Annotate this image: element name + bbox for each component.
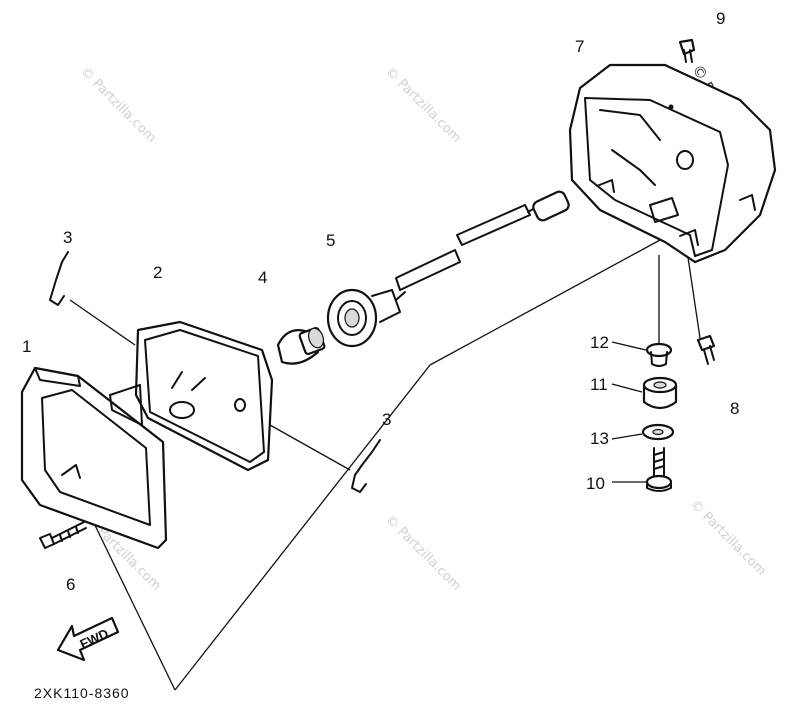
callout-1: 1 — [22, 337, 31, 356]
callout-2: 2 — [153, 263, 162, 282]
callout-12: 12 — [590, 333, 609, 352]
bulb-socket — [326, 288, 406, 348]
spring-lower — [351, 439, 381, 493]
direction-label: FWD — [78, 626, 111, 652]
wire-harness — [395, 190, 570, 291]
screw-6 — [39, 521, 87, 549]
screw-8 — [696, 334, 716, 365]
watermark: © Partzilla.com — [382, 512, 464, 594]
callout-5: 5 — [326, 231, 335, 250]
grommet-11 — [642, 376, 678, 410]
bolt-10 — [645, 447, 673, 492]
diagram-code: 2XK110-8360 — [34, 685, 130, 701]
screw-9 — [678, 38, 696, 63]
callout-7: 7 — [575, 37, 584, 56]
leader-lines — [69, 239, 701, 691]
callout-labels: 1 2 3 3 4 5 6 7 8 9 10 11 12 13 — [22, 9, 739, 594]
callout-13: 13 — [590, 429, 609, 448]
bulb — [276, 326, 326, 365]
callout-10: 10 — [586, 474, 605, 493]
collar-12 — [645, 342, 673, 367]
callout-11: 11 — [590, 375, 608, 394]
callout-8: 8 — [730, 399, 739, 418]
watermark: © Partzilla.com — [382, 64, 464, 146]
callout-4: 4 — [258, 268, 267, 287]
watermark: © Partzilla.com — [687, 497, 769, 579]
spring-upper — [49, 251, 69, 306]
headlight-rim — [20, 366, 168, 550]
washer-13 — [641, 423, 675, 441]
headlight-unit — [109, 320, 274, 472]
watermark: © Partzilla.com — [77, 64, 159, 146]
callout-3-upper: 3 — [63, 228, 72, 247]
callout-6: 6 — [66, 575, 75, 594]
forward-direction-arrow: FWD — [56, 616, 120, 662]
callout-3-lower: 3 — [382, 410, 391, 429]
callout-9: 9 — [716, 9, 725, 28]
headlight-housing — [568, 63, 777, 264]
